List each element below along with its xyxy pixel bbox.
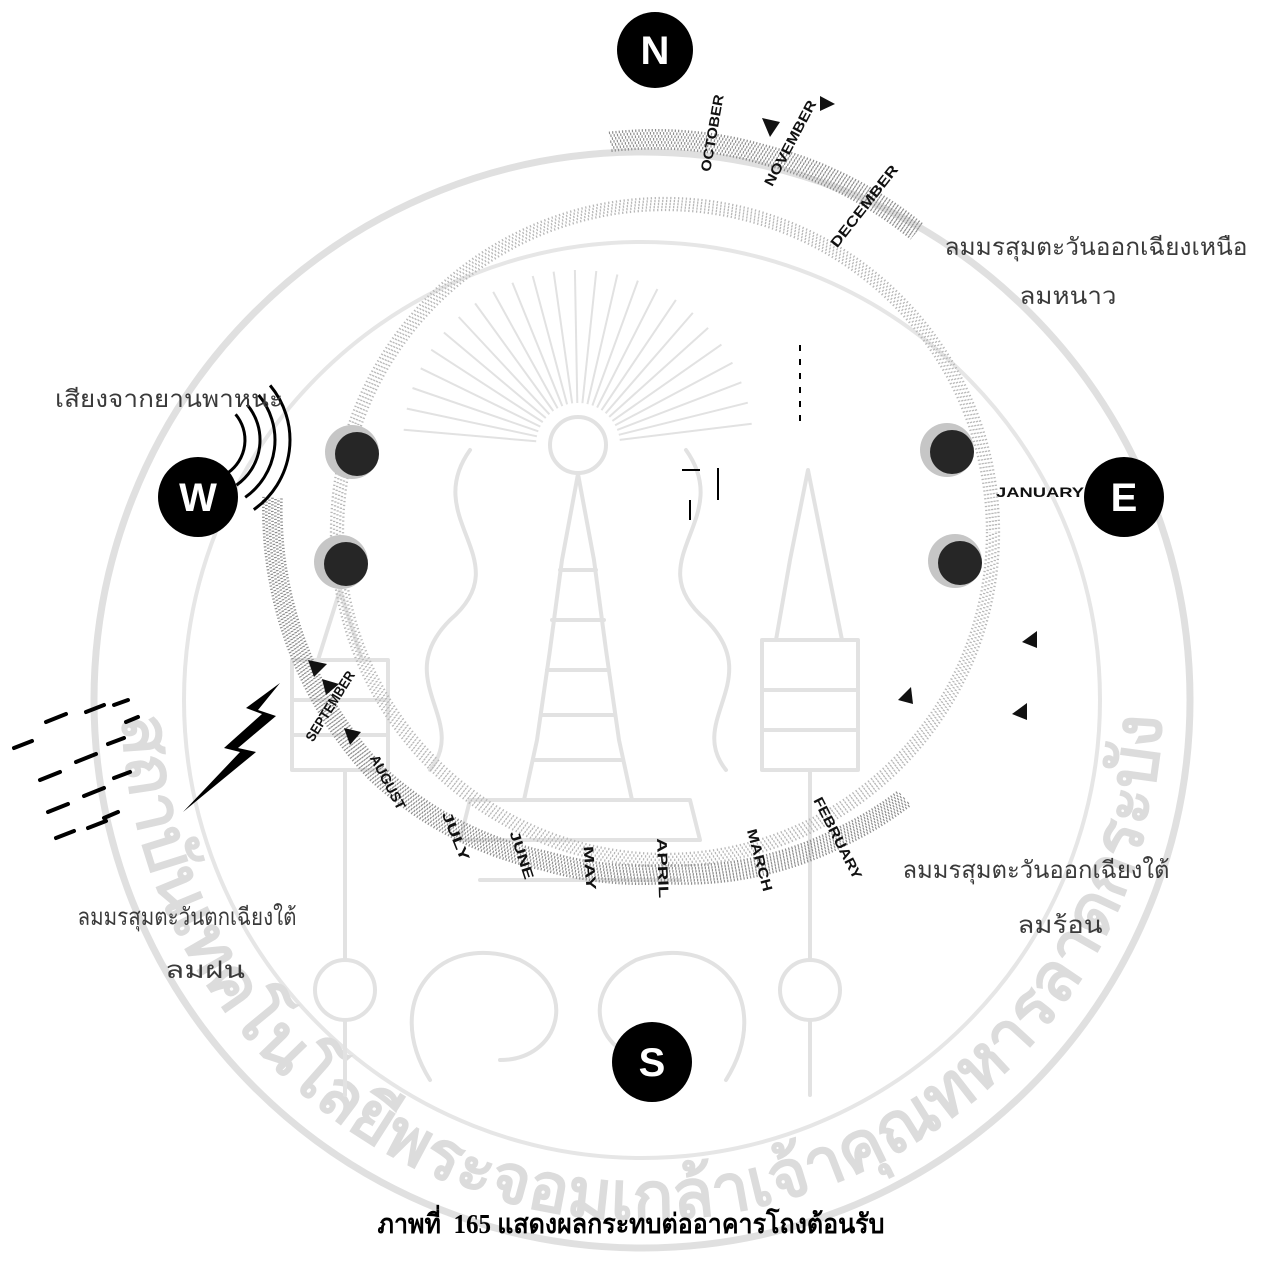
compass-north: N — [617, 12, 693, 88]
sphere-marker — [325, 425, 379, 479]
rain-dash — [40, 772, 60, 780]
band-stipple — [281, 498, 898, 865]
rain-dash — [56, 831, 74, 838]
band-stipple — [278, 498, 900, 869]
arrow-icon — [1012, 703, 1027, 720]
emblem-left-flame — [427, 450, 476, 770]
emblem-ray — [533, 276, 567, 404]
se-monsoon-label: ลมมรสุมตะวันออกเฉียงใต้ — [903, 856, 1170, 885]
emblem-ray — [619, 403, 748, 435]
month-label-may: MAY — [580, 845, 599, 891]
compass-south-label: S — [639, 1041, 666, 1085]
rain-dash — [76, 754, 96, 762]
emblem-right-flame — [680, 450, 729, 770]
rain-dash — [88, 821, 106, 828]
arrow-icon — [898, 687, 913, 704]
compass-west: W — [158, 457, 238, 537]
seal-text-arc: สถาบันเทคโนโลยีพระจอมเกล้าเจ้าคุณทหารลาด… — [105, 711, 1179, 1237]
sphere-core — [938, 541, 982, 585]
sphere-marker — [314, 535, 368, 589]
emblem-ray — [592, 281, 638, 406]
sound-wave-arc — [228, 414, 245, 473]
sphere-core — [335, 432, 379, 476]
rain-wind-label: ลมฝน — [165, 956, 245, 984]
rain-dash — [46, 714, 66, 722]
emblem-ray — [617, 382, 741, 430]
sphere-marker — [920, 423, 974, 477]
compass-north-label: N — [641, 29, 670, 73]
hot-wind-label: ลมร้อน — [1018, 911, 1103, 939]
cold-wind-label: ลมหนาว — [1020, 282, 1117, 310]
month-label-february: FEBRUARY — [810, 794, 865, 882]
month-label-april: APRIL — [654, 838, 672, 899]
ne-monsoon-label: ลมมรสุมตะวันออกเฉียงเหนือ — [945, 233, 1248, 262]
emblem-ray — [493, 292, 557, 408]
arrow-icon — [1022, 631, 1037, 648]
sound-wave-arc — [237, 405, 261, 486]
emblem-left-naga — [412, 953, 557, 1080]
lightning-bolt-icon — [183, 683, 280, 812]
month-label-december: DECEMBER — [827, 162, 901, 251]
month-labels: OCTOBER NOVEMBER DECEMBER JANUARY FEBRUA… — [302, 93, 1085, 899]
emblem-ray — [554, 272, 573, 404]
emblem-ray — [587, 275, 617, 405]
rain-dash — [114, 700, 128, 705]
emblem-right-urn — [780, 960, 840, 1020]
emblem-ray — [575, 270, 577, 403]
compass-east-label: E — [1111, 476, 1138, 520]
compass-south: S — [612, 1022, 692, 1102]
arrow-icon — [762, 118, 780, 137]
emblem-ray — [612, 345, 721, 421]
emblem-left-urn — [315, 960, 375, 1020]
watermark-emblem — [292, 270, 858, 1095]
emblem-ray — [582, 271, 596, 403]
month-label-july: JULY — [439, 809, 474, 864]
sphere-marker — [928, 534, 982, 588]
vehicle-noise-label: เสียงจากยานพาหนะ — [55, 385, 283, 413]
emblem-right-stupa — [762, 470, 858, 770]
month-label-january: JANUARY — [996, 484, 1085, 500]
figure-caption: ภาพที่ 165 แสดงผลกระทบต่ออาคารโถงต้อนรับ — [378, 1204, 885, 1239]
emblem-central-pagoda — [524, 474, 632, 800]
emblem-sun — [550, 417, 606, 473]
rain-dash — [14, 741, 32, 748]
emblem-ray — [620, 424, 752, 440]
sphere-core — [324, 542, 368, 586]
emblem-ray — [431, 350, 543, 422]
emblem-ray — [602, 300, 676, 410]
emblem-ray — [615, 363, 732, 426]
compass-west-label: W — [179, 476, 217, 520]
emblem-ray — [459, 317, 550, 414]
rain-dash — [48, 804, 68, 812]
arrow-icon — [820, 96, 835, 111]
seal-text: สถาบันเทคโนโลยีพระจอมเกล้าเจ้าคุณทหารลาด… — [105, 711, 1179, 1237]
emblem-ray — [609, 328, 708, 417]
compass-east: E — [1084, 457, 1164, 537]
sphere-core — [930, 430, 974, 474]
wind-labels: ลมมรสุมตะวันออกเฉียงเหนือ ลมหนาว เสียงจา… — [55, 233, 1248, 984]
sw-monsoon-label: ลมมรสุมตะวันตกเฉียงใต้ — [78, 903, 297, 932]
